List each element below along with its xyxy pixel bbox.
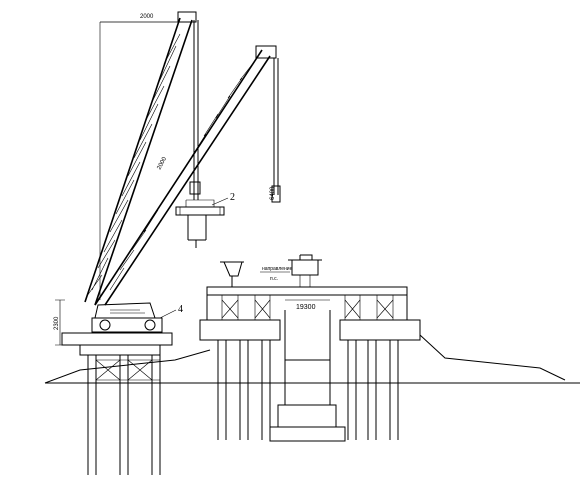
- deck-equipment: [220, 254, 322, 287]
- crane-platform-support: [61, 332, 173, 475]
- luffing-jib: [94, 45, 281, 306]
- callout-4-label: 4: [178, 304, 183, 315]
- suspended-load: [175, 199, 225, 248]
- dimension-boom-length: 2000: [156, 156, 168, 171]
- dimension-deck-span: 19300: [296, 304, 316, 311]
- ground-profile: [44, 334, 580, 384]
- foundation-piles: [199, 319, 421, 440]
- deck-note-line-2: п.с.: [270, 276, 278, 282]
- dimension-top-span: 2000: [140, 14, 154, 20]
- bridge-pier: [269, 310, 346, 442]
- callout-2-label: 2: [230, 192, 235, 203]
- dimension-lines: [55, 21, 330, 346]
- deck-girder: [206, 286, 408, 320]
- crawler-crane: [91, 302, 163, 333]
- deck-note-line-1: направление: [262, 266, 293, 272]
- dimension-right-hook-height: 6400: [270, 186, 276, 200]
- callout-leaders: [159, 197, 229, 319]
- dimension-left-height: 2300: [54, 316, 60, 330]
- main-hoist: [99, 20, 201, 300]
- main-boom: [84, 11, 197, 306]
